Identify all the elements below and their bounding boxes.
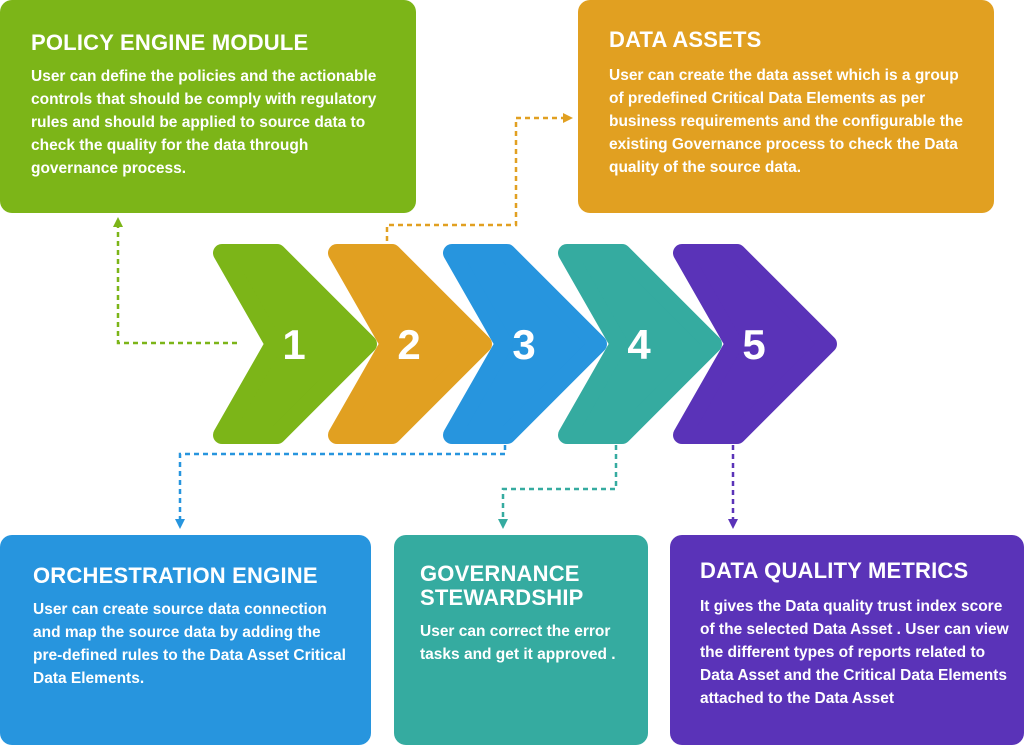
step-number-4: 4 <box>627 321 651 368</box>
chevron-shape-1 <box>213 244 377 444</box>
step-number-3: 3 <box>512 321 535 368</box>
connector-step3-to-orchestration <box>175 436 507 529</box>
data-quality-metrics-description: It gives the Data quality trust index sc… <box>700 598 1009 707</box>
chevron-shape-4 <box>558 244 722 444</box>
chevron-step-1: 1 <box>213 244 377 444</box>
governance-stewardship-title: GOVERNANCE STEWARDSHIP <box>420 562 634 610</box>
governance-title-line2: STEWARDSHIP <box>420 585 584 610</box>
chevron-shape-3 <box>443 244 607 444</box>
policy-engine-description: User can define the policies and the act… <box>31 68 377 177</box>
data-assets-description: User can create the data asset which is … <box>609 67 963 176</box>
chevron-step-5: 5 <box>673 244 837 444</box>
chevron-step-2: 2 <box>328 244 492 444</box>
data-assets-card: DATA ASSETS User can create the data ass… <box>578 0 994 213</box>
chevron-shape-5 <box>673 244 837 444</box>
orchestration-engine-description: User can create source data connection a… <box>33 601 346 687</box>
governance-stewardship-card: GOVERNANCE STEWARDSHIP User can correct … <box>394 535 648 745</box>
chevron-step-4: 4 <box>558 244 722 444</box>
chevron-shape-2 <box>328 244 492 444</box>
orchestration-engine-card: ORCHESTRATION ENGINE User can create sou… <box>0 535 371 745</box>
data-assets-title: DATA ASSETS <box>609 27 762 52</box>
data-quality-metrics-title: DATA QUALITY METRICS <box>700 558 969 583</box>
connector-step1-to-policy-engine <box>113 217 237 345</box>
data-quality-metrics-card: DATA QUALITY METRICS It gives the Data q… <box>670 535 1024 745</box>
policy-engine-title: POLICY ENGINE MODULE <box>31 30 309 55</box>
step-number-5: 5 <box>742 321 765 368</box>
connector-step2-to-data-assets <box>385 113 573 250</box>
chevron-step-3: 3 <box>443 244 607 444</box>
governance-title-line1: GOVERNANCE <box>420 561 580 586</box>
step-number-1: 1 <box>282 321 305 368</box>
policy-engine-card: POLICY ENGINE MODULE User can define the… <box>0 0 416 213</box>
step-number-2: 2 <box>397 321 420 368</box>
governance-stewardship-description: User can correct the error tasks and get… <box>420 623 616 663</box>
connector-step4-to-governance <box>498 436 618 529</box>
step-chevrons: 1 2 3 4 5 <box>213 244 837 444</box>
orchestration-engine-title: ORCHESTRATION ENGINE <box>33 563 318 588</box>
